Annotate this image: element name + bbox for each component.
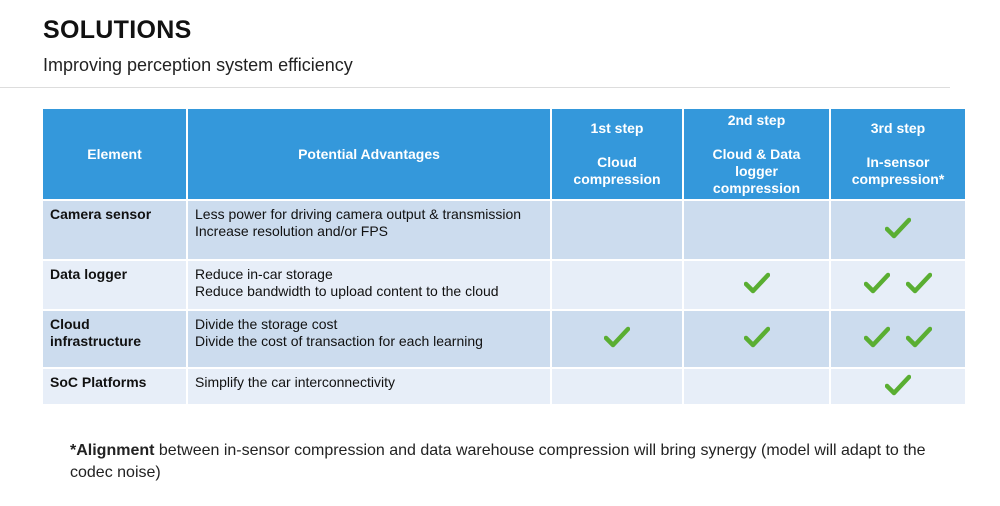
advantage-line: Reduce bandwidth to upload content to th…	[195, 283, 499, 299]
step-cell	[552, 369, 682, 404]
advantages-cell: Less power for driving camera output & t…	[188, 201, 550, 259]
step-label: 1st step	[590, 120, 644, 136]
divider	[0, 87, 950, 88]
checkmark-icon	[884, 374, 912, 400]
checkmark-icon	[863, 326, 891, 352]
step-name: In-sensor compression*	[851, 154, 945, 187]
step-name: Cloud & Data logger compression	[712, 145, 801, 196]
step-cell	[552, 311, 682, 367]
header-element: Element	[43, 109, 186, 199]
checkmark-icon	[743, 326, 770, 352]
advantage-line: Divide the storage cost	[195, 316, 338, 332]
step-cell	[684, 201, 829, 259]
footnote: *Alignment between in-sensor compression…	[70, 440, 950, 484]
page-title: SOLUTIONS	[43, 16, 192, 44]
element-cell: Cloud infrastructure	[43, 311, 186, 367]
advantage-line: Divide the cost of transaction for each …	[195, 333, 483, 349]
element-cell: Camera sensor	[43, 201, 186, 259]
step-cell	[684, 261, 829, 309]
checkmark-icon	[863, 272, 891, 298]
header-advantages: Potential Advantages	[188, 109, 550, 199]
step-cell	[831, 311, 965, 367]
checkmark-icon	[603, 326, 631, 352]
step-cell	[684, 369, 829, 404]
element-cell: SoC Platforms	[43, 369, 186, 404]
page-subtitle: Improving perception system efficiency	[43, 55, 353, 75]
step-cell	[831, 261, 965, 309]
advantage-line: Less power for driving camera output & t…	[195, 206, 522, 222]
table-row: Camera sensor Less power for driving came…	[43, 201, 965, 259]
step-cell	[552, 201, 682, 259]
footnote-bold: *Alignment	[70, 442, 155, 459]
element-cell: Data logger	[43, 261, 186, 309]
advantage-line: Increase resolution and/or FPS	[195, 223, 388, 239]
step-cell	[831, 201, 965, 259]
table-row: SoC Platforms Simplify the car interconne…	[43, 369, 965, 404]
checkmark-icon	[743, 272, 770, 298]
step-cell	[552, 261, 682, 309]
advantages-cell: Simplify the car interconnectivity	[188, 369, 550, 404]
checkmark-icon	[884, 217, 912, 243]
advantage-line: Reduce in-car storage	[195, 266, 333, 282]
step-name: Cloud compression	[573, 154, 661, 187]
step-cell	[831, 369, 965, 404]
footnote-text: between in-sensor compression and data w…	[70, 442, 926, 481]
step-cell	[684, 311, 829, 367]
step-label: 3rd step	[870, 120, 926, 136]
checkmark-icon	[905, 272, 933, 298]
step-label: 2nd step	[727, 111, 786, 128]
advantage-line: Simplify the car interconnectivity	[195, 374, 395, 390]
checkmark-icon	[905, 326, 933, 352]
